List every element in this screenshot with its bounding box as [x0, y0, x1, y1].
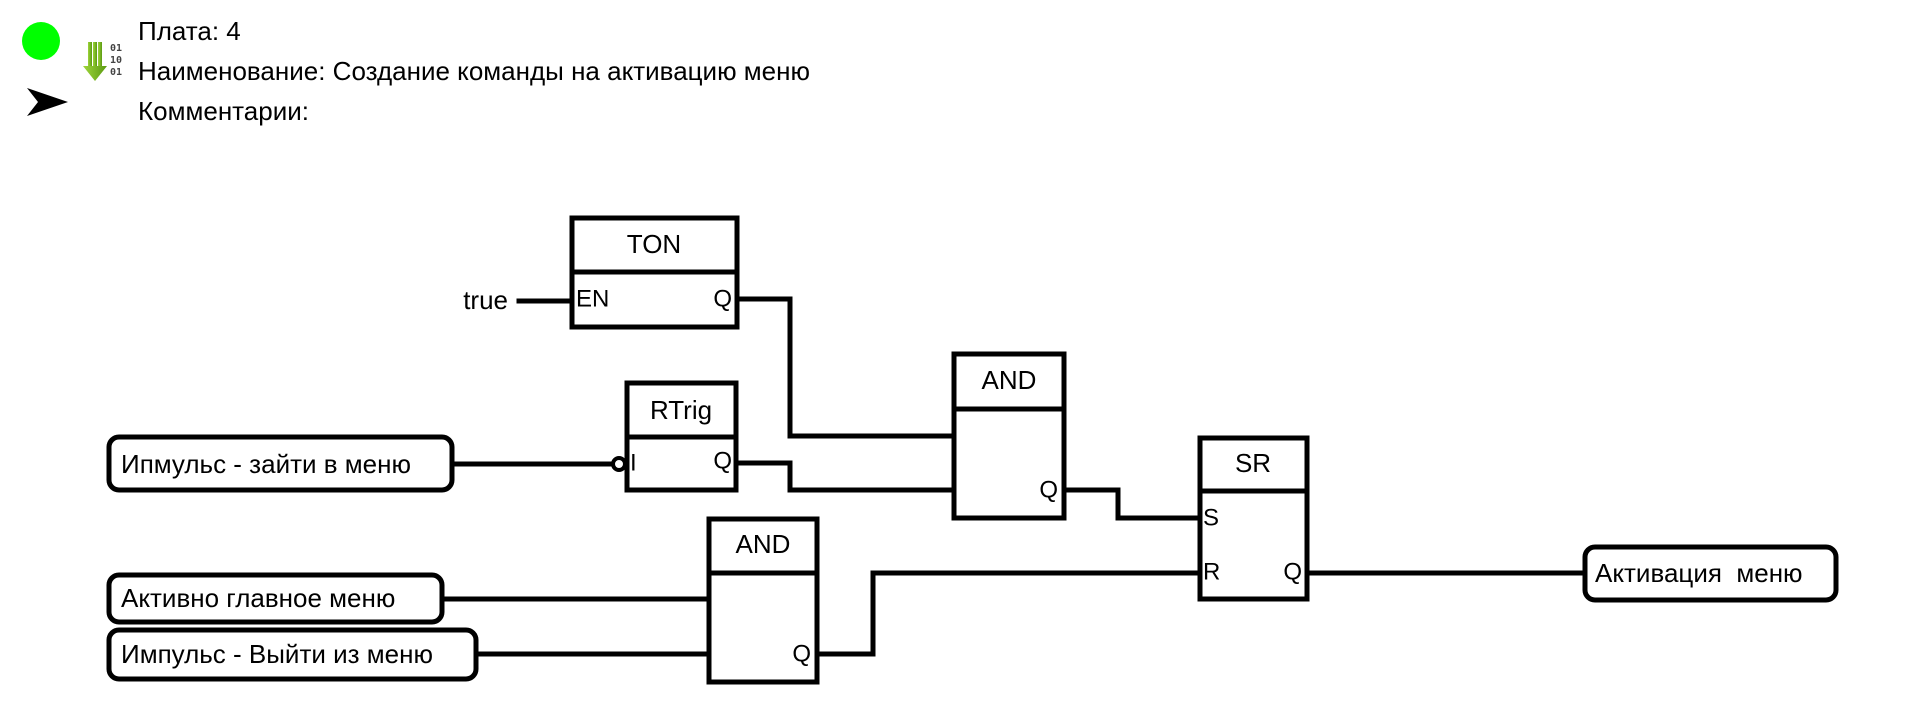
block-rtrig-pin-q: Q — [713, 447, 732, 474]
input-variable-enter-menu-label: Ипмульс - зайти в меню — [121, 449, 411, 479]
svg-text:10: 10 — [110, 55, 122, 66]
negation-circle — [611, 456, 627, 472]
block-and-1-title: AND — [982, 365, 1037, 395]
download-binary-icon: 01 10 01 — [83, 42, 122, 81]
block-sr-title: SR — [1235, 448, 1271, 478]
constant-true-label: true — [463, 285, 508, 315]
svg-text:01: 01 — [110, 67, 122, 78]
status-indicator-icon — [22, 22, 60, 60]
program-name-label: Наименование: Создание команды на актива… — [138, 56, 810, 86]
svg-text:01: 01 — [110, 43, 122, 54]
block-rtrig-title: RTrig — [650, 395, 712, 425]
block-sr-pin-r: R — [1203, 558, 1220, 585]
wire-rtrig-q-to-and1 — [734, 460, 955, 493]
block-ton[interactable]: TON EN Q — [569, 215, 740, 330]
block-rtrig-pin-i: I — [630, 449, 637, 476]
input-variable-exit-menu-label: Импульс - Выйти из меню — [121, 639, 433, 669]
block-sr-pin-q: Q — [1283, 558, 1302, 585]
block-and-2-title: AND — [736, 529, 791, 559]
arrow-pointer-icon — [27, 88, 68, 116]
input-variable-main-menu-active[interactable]: Активно главное меню — [106, 572, 445, 625]
input-variable-main-menu-active-label: Активно главное меню — [121, 583, 395, 613]
input-variable-enter-menu[interactable]: Ипмульс - зайти в меню — [106, 434, 455, 493]
wire-ton-q-to-and1 — [736, 296, 955, 439]
block-and-2-pin-q: Q — [792, 640, 811, 667]
header-icons: 01 10 01 — [22, 22, 122, 116]
board-label: Плата: 4 — [138, 16, 241, 46]
wire-and1-q-to-sr-s — [1063, 487, 1201, 521]
block-and-2[interactable]: AND Q — [706, 516, 820, 685]
output-variable-menu-activation-label: Активация меню — [1595, 558, 1803, 588]
block-sr-pin-s: S — [1203, 504, 1219, 531]
output-variable-menu-activation[interactable]: Активация меню — [1582, 544, 1839, 603]
block-rtrig[interactable]: RTrig I Q — [624, 380, 739, 493]
input-variable-exit-menu[interactable]: Импульс - Выйти из меню — [106, 627, 479, 682]
block-and-1[interactable]: AND Q — [951, 351, 1067, 521]
wire-and2-q-to-sr-r — [816, 570, 1201, 657]
block-sr[interactable]: SR S R Q — [1197, 435, 1310, 602]
block-and-1-pin-q: Q — [1039, 476, 1058, 503]
comment-label: Комментарии: — [138, 96, 309, 126]
block-ton-pin-en: EN — [576, 285, 609, 312]
block-ton-pin-q: Q — [713, 285, 732, 312]
block-ton-title: TON — [627, 229, 681, 259]
